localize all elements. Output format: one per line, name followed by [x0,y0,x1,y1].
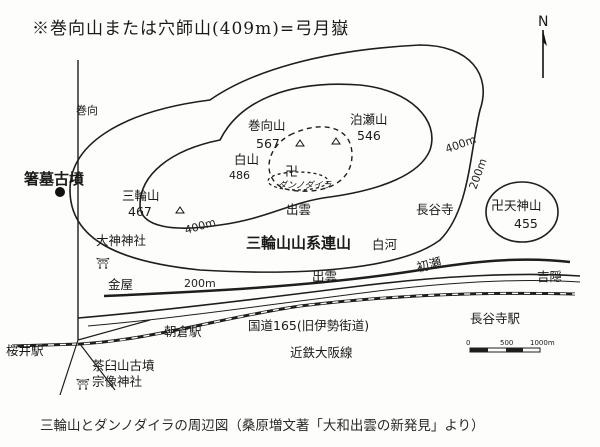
label-yoshikaku: 吉隠 [537,269,562,284]
label-hashihaka: 箸墓古墳 [24,170,84,188]
header-note: ※巻向山または穴師山(409m)=弓月嶽 [32,19,349,39]
route-165 [77,273,581,319]
scale-0: 0 [466,339,470,347]
label-kintetsu: 近鉄大阪線 [290,345,353,360]
peak-miwa-name: 三輪山 [122,188,160,203]
contour-400m [139,83,433,229]
label-sakurai-station: 桜井駅 [6,343,44,358]
peak-tenjin-name: 天神山 [504,198,542,213]
temple-symbol: 卍 [285,165,298,180]
hasedera-symbol: 卍 [491,199,504,214]
peak-shirayama-elev: 486 [229,169,250,182]
label-munakata: 宗像神社 [92,374,142,389]
peak-hakuse-name: 泊瀬山 [350,112,388,127]
contour-label-400-west: 400m [183,216,217,237]
north-arrow: N [538,14,548,78]
peak-makimuku-elev: 567 [256,136,280,151]
peak-tenjin-elev: 455 [514,216,538,231]
label-chausuyama: 茶臼山古墳 [92,358,155,373]
munakata-shrine-symbol: ⛩ [76,378,90,391]
label-route-165: 国道165(旧伊勢街道) [248,318,369,333]
route-165-edge [87,279,581,327]
label-asakura-station: 朝倉駅 [164,324,202,339]
label-makimuku-village: 巻向 [76,103,98,117]
contour-label-200-south: 200m [184,277,216,290]
peak-makimuku-name: 巻向山 [248,118,286,133]
north-label: N [538,14,548,30]
scale-bar: 0 500 1000m [466,339,555,353]
label-range: 三輪山山系連山 [246,234,351,252]
figure-caption: 三輪山とダンノダイラの周辺図（桑原増文著「大和出雲の新発見」より） [40,417,485,434]
contour-200m-outer [69,44,484,273]
road-south [59,319,151,396]
label-hatsuse: 初瀬 [415,254,443,275]
label-kanaya: 金屋 [108,277,133,292]
peak-miwa-elev: 467 [128,204,152,219]
label-izumo-mountain: 出雲 [286,202,311,217]
danno-daira-oval [267,171,329,191]
scale-1000: 1000m [530,339,555,347]
label-hasedera-station: 長谷寺駅 [470,311,521,326]
label-hasedera: 長谷寺 [416,202,454,217]
peak-makimuku-icon [295,139,305,147]
hashihaka-marker [55,187,65,197]
peak-miwa-icon [175,206,185,214]
label-danno-daira: ダンノダイラ [278,180,332,191]
river-hatsuse [103,258,571,298]
kintetsu-line [11,291,576,348]
tenjin-yama-contour [485,181,559,243]
scale-500: 500 [500,339,513,347]
label-omiwa-shrine: 大神神社 [96,233,146,248]
peak-hakuse-elev: 546 [357,128,381,143]
peak-hakuse-icon [331,137,341,145]
danno-daira-outline [268,126,353,192]
omiwa-shrine-symbol: ⛩ [96,257,110,270]
label-shirakawa: 白河 [372,237,398,252]
label-izumo-river: 出雲 [312,269,337,284]
peak-shirayama-name: 白山 [234,152,259,167]
